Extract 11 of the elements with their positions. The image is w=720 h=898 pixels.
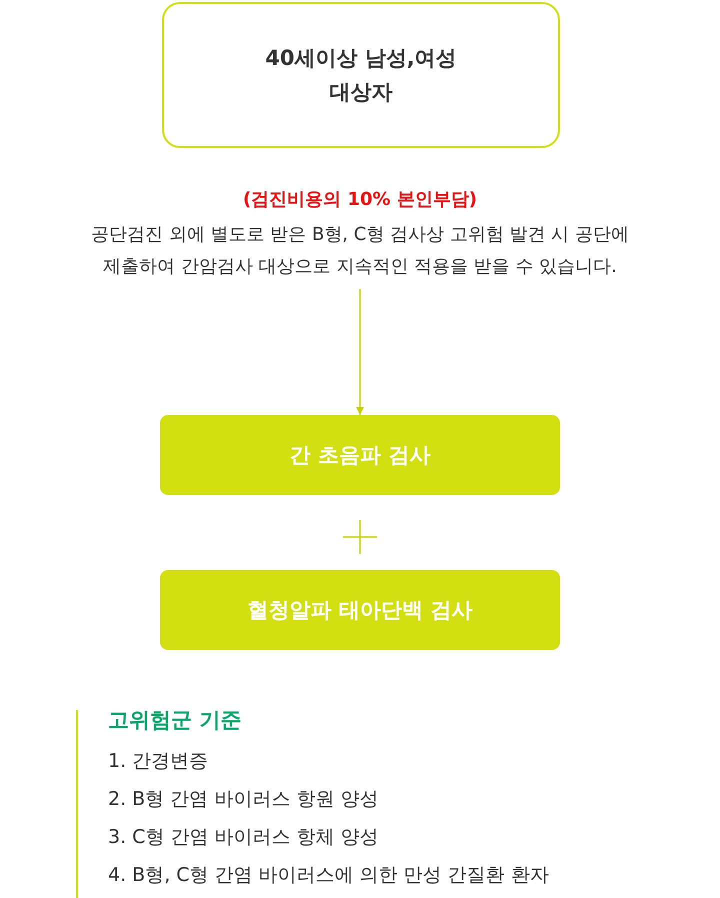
criteria-heading: 고위험군 기준 <box>108 707 242 734</box>
arrow <box>356 289 364 415</box>
exam-box: 간 초음파 검사 <box>160 415 560 495</box>
description-text: 공단검진 외에 별도로 받은 B형, C형 검사상 고위험 발견 시 공단에 제출하여 간암검사 대상으로 지속적인 적용을 받을 수 있습니다. <box>90 223 630 279</box>
criteria-item: 1. 간경변증 <box>108 749 208 774</box>
target-box: 40세이상 남성,여성 대상자 <box>162 2 560 148</box>
exam-box: 혈청알파 태아단백 검사 <box>160 570 560 650</box>
criteria-item: 3. C형 간염 바이러스 항체 양성 <box>108 825 379 850</box>
cost-note: (검진비용의 10% 본인부담) <box>242 188 478 212</box>
criteria-item: 4. B형, C형 간염 바이러스에 의한 만성 간질환 환자 <box>108 863 549 888</box>
criteria-item: 2. B형 간염 바이러스 항원 양성 <box>108 787 378 812</box>
